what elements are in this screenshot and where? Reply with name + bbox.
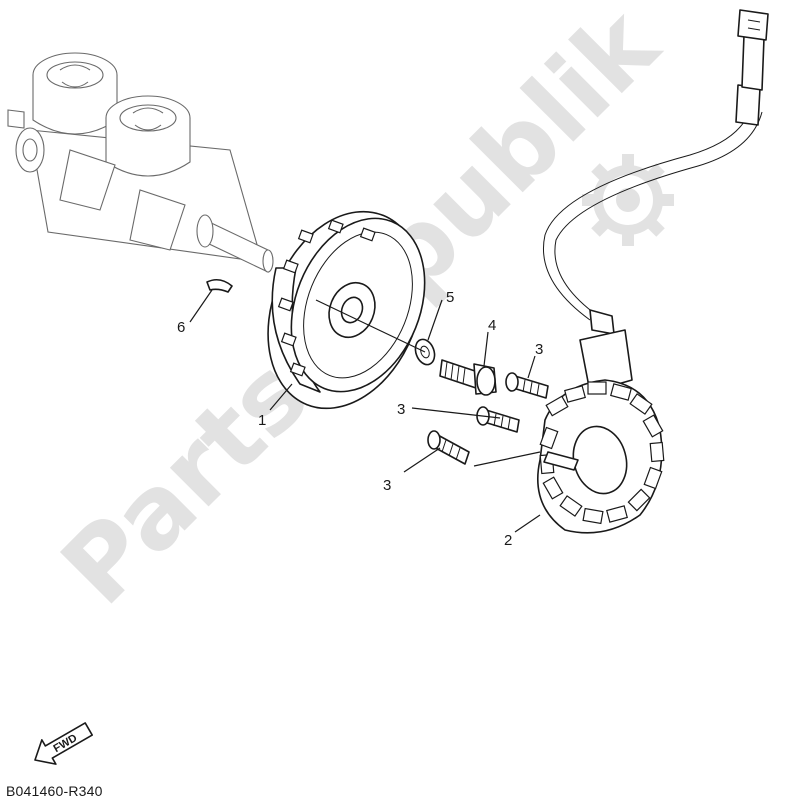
leader-lines — [189, 289, 541, 533]
callout-1: 1 — [258, 412, 266, 429]
flywheel-rotor — [267, 210, 426, 410]
screw-c — [427, 430, 470, 465]
callout-3-mid: 3 — [397, 401, 405, 418]
gear-icon — [582, 154, 674, 246]
washer — [414, 338, 436, 366]
callouts: 1 2 3 3 3 4 5 6 — [177, 289, 543, 549]
woodruff-key — [206, 278, 233, 293]
fwd-label: FWD — [52, 732, 80, 755]
callout-4: 4 — [488, 317, 496, 334]
fwd-arrow-icon: FWD — [34, 722, 93, 765]
callout-5: 5 — [446, 289, 454, 306]
flange-bolt — [439, 359, 497, 396]
callout-3-top: 3 — [535, 341, 543, 358]
diagram-code: B041460-R340 — [6, 783, 103, 799]
callout-3-low: 3 — [383, 477, 391, 494]
callout-6: 6 — [177, 319, 185, 336]
screw-b — [476, 406, 520, 433]
screw-a — [505, 372, 549, 399]
stator-assembly — [537, 9, 769, 534]
crankshaft-assembly — [7, 52, 274, 273]
callout-2: 2 — [504, 532, 512, 549]
